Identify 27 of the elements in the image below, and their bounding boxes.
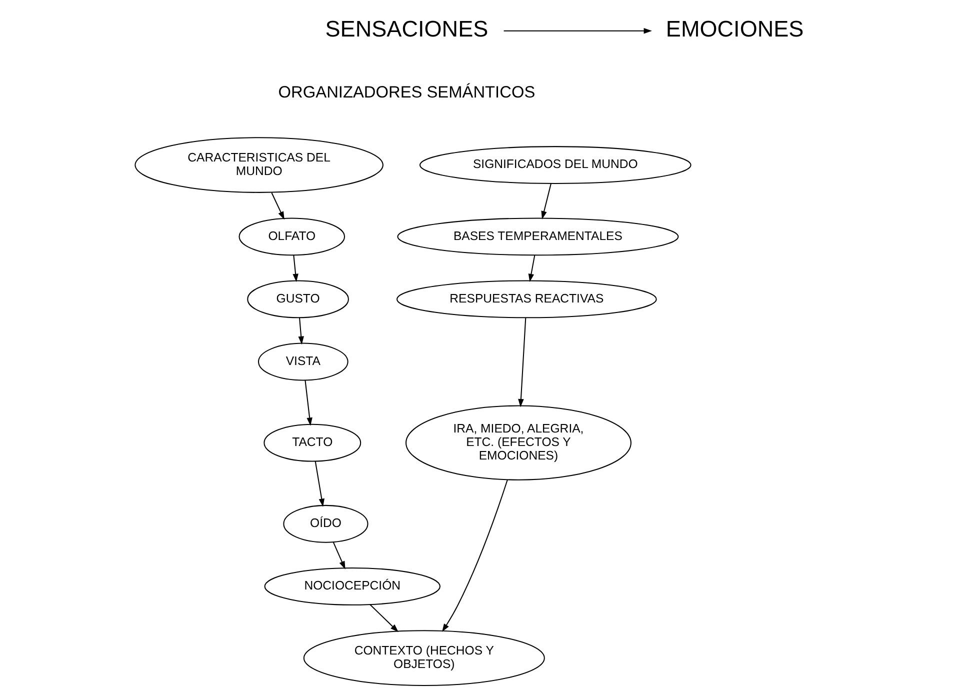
arrow: [332, 542, 345, 570]
arrow: [503, 28, 652, 34]
arrow: [518, 318, 526, 408]
node-ellipse: IRA, MIEDO, ALEGRIA, ETC. (EFECTOS Y EMOCIONES): [405, 405, 631, 480]
node-ellipse: BASES TEMPERAMENTALES: [396, 218, 678, 256]
node-ellipse: RESPUESTAS REACTIVAS: [396, 280, 656, 318]
label: ORGANIZADORES SEMÁNTICOS: [278, 83, 535, 102]
arrow: [298, 318, 304, 345]
arrow: [304, 380, 312, 426]
node-ellipse: CARACTERISTICAS DEL MUNDO: [134, 137, 383, 193]
node-ellipse: GUSTO: [246, 280, 348, 318]
node-ellipse: OÍDO: [282, 504, 368, 543]
node-text: EMOCIONES: [665, 16, 804, 42]
arrow: [270, 192, 284, 220]
arrow: [528, 255, 535, 282]
node-ellipse: TACTO: [263, 424, 361, 462]
node-ellipse: SIGNIFICADOS DEL MUNDO: [418, 146, 691, 184]
arrow: [292, 255, 298, 282]
arrow: [314, 461, 324, 507]
node-ellipse: VISTA: [258, 342, 348, 381]
node-ellipse: OLFATO: [238, 218, 345, 256]
node-ellipse: CONTEXTO (HECHOS Y OBJETOS): [302, 630, 544, 686]
arrow: [540, 184, 551, 220]
node-ellipse: NOCIOCEPCIÓN: [264, 567, 440, 606]
node-text: SENSACIONES: [324, 16, 488, 42]
arrow: [369, 604, 398, 632]
arrow: [442, 479, 508, 632]
